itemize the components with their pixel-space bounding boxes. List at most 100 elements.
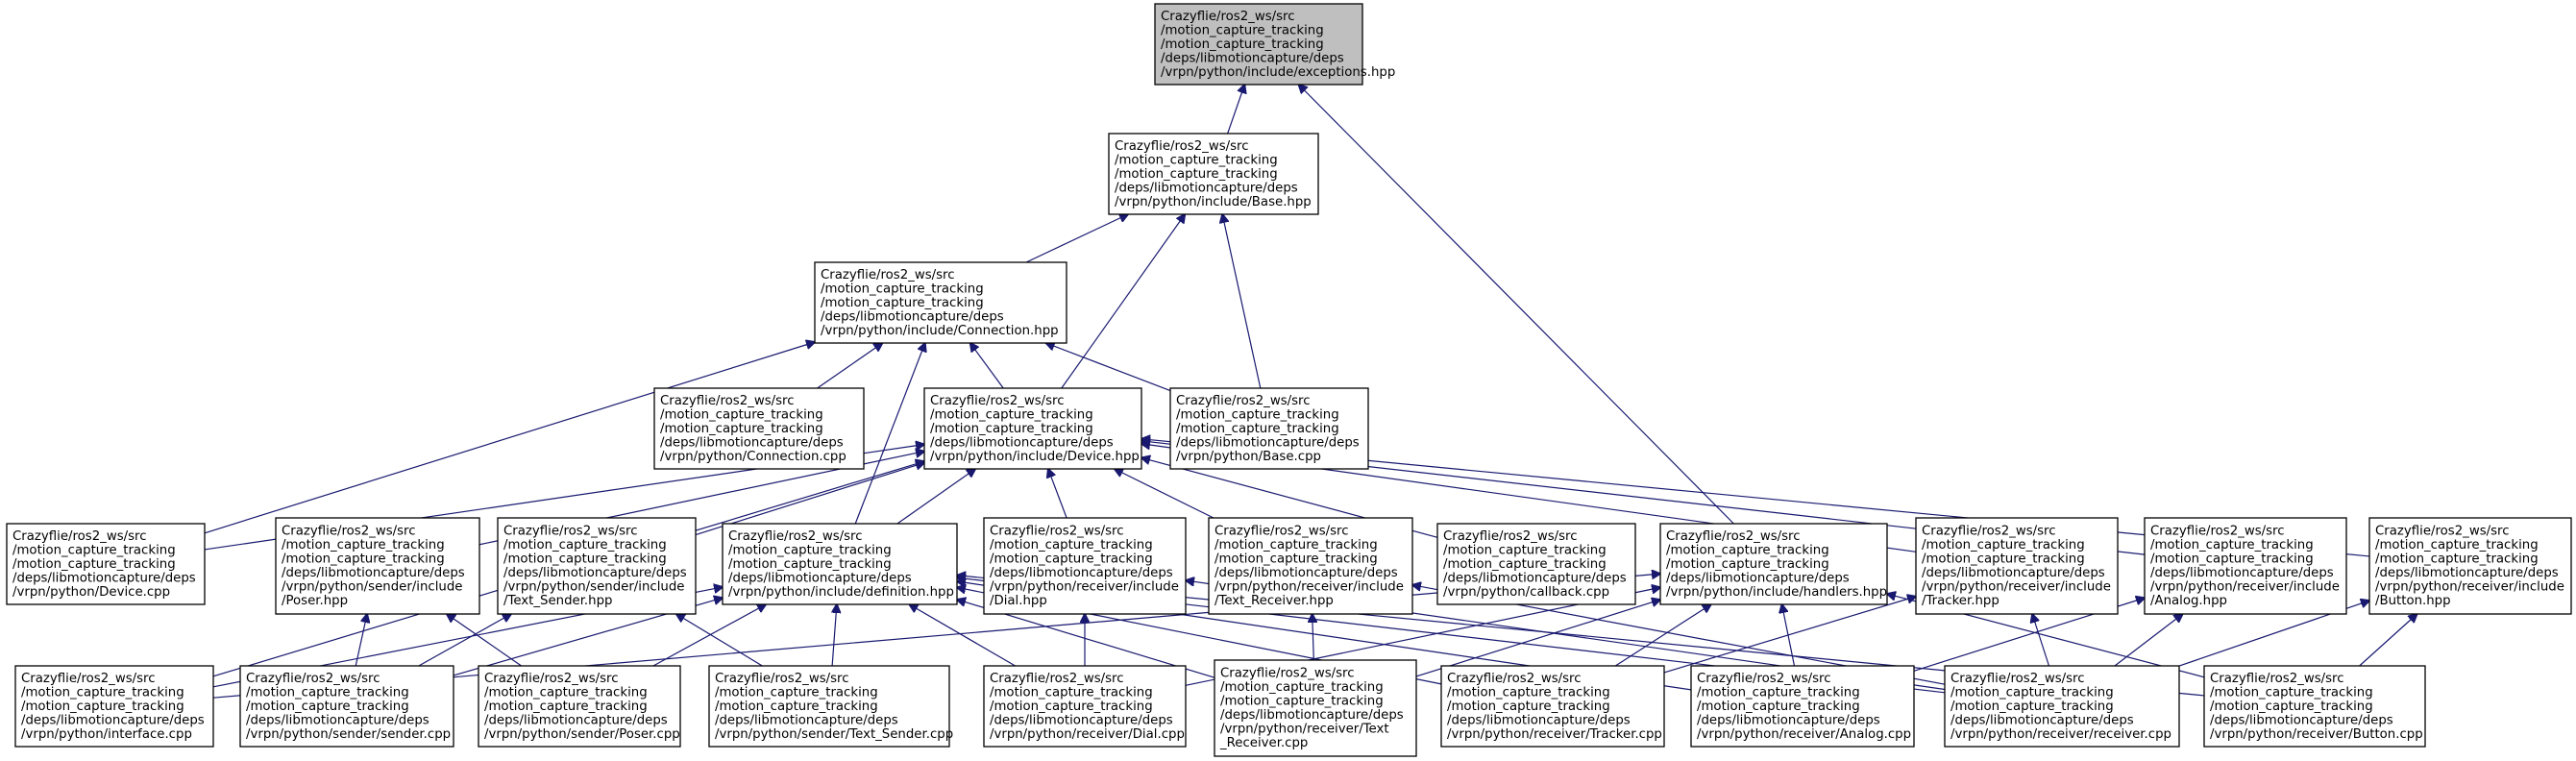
edge-dial-hpp-to-device-hpp bbox=[1048, 469, 1067, 519]
node-label-line: /motion_capture_tracking bbox=[1220, 680, 1384, 695]
node-label-line: /motion_capture_tracking bbox=[660, 407, 823, 422]
graph-node-button-hpp[interactable]: Crazyflie/ros2_ws/src/motion_capture_tra… bbox=[2368, 517, 2572, 615]
edge-device-hpp-to-base-hpp bbox=[1061, 214, 1185, 389]
node-label-line: /motion_capture_tracking bbox=[1666, 557, 1829, 572]
node-label-line: /deps/libmotioncapture/deps bbox=[1176, 435, 1360, 450]
node-label-line: /vrpn/python/receiver/Tracker.cpp bbox=[1447, 727, 1662, 742]
node-label-line: /motion_capture_tracking bbox=[728, 557, 892, 572]
node-label-line: /motion_capture_tracking bbox=[1161, 23, 1324, 37]
graph-node-dial-cpp[interactable]: Crazyflie/ros2_ws/src/motion_capture_tra… bbox=[983, 665, 1187, 748]
graph-node-interface-cpp[interactable]: Crazyflie/ros2_ws/src/motion_capture_tra… bbox=[14, 665, 214, 748]
node-label-line: /vrpn/python/include/exceptions.hpp bbox=[1161, 65, 1395, 80]
node-label-line: Crazyflie/ros2_ws/src bbox=[2150, 525, 2285, 539]
node-label-line: Crazyflie/ros2_ws/src bbox=[246, 672, 380, 686]
graph-node-text-receiver-hpp[interactable]: Crazyflie/ros2_ws/src/motion_capture_tra… bbox=[1208, 517, 1413, 615]
node-label-line: Crazyflie/ros2_ws/src bbox=[12, 529, 147, 544]
node-box bbox=[983, 665, 1187, 748]
node-box bbox=[1659, 523, 1888, 605]
graph-node-device-cpp[interactable]: Crazyflie/ros2_ws/src/motion_capture_tra… bbox=[6, 523, 206, 605]
node-label-line: /motion_capture_tracking bbox=[1443, 557, 1607, 572]
edge-text-receiver-cpp-to-text-receiver-hpp bbox=[1313, 614, 1314, 661]
node-label-line: /deps/libmotioncapture/deps bbox=[930, 435, 1114, 450]
node-label-line: /motion_capture_tracking bbox=[990, 552, 1153, 567]
graph-node-tracker-hpp[interactable]: Crazyflie/ros2_ws/src/motion_capture_tra… bbox=[1915, 517, 2119, 615]
edge-base-cpp-to-base-hpp bbox=[1222, 214, 1262, 389]
node-label-line: /deps/libmotioncapture/deps bbox=[1922, 566, 2105, 580]
node-label-line: Crazyflie/ros2_ws/src bbox=[282, 525, 416, 539]
node-label-line: Crazyflie/ros2_ws/src bbox=[1443, 529, 1578, 544]
node-label-line: /vrpn/python/receiver/Button.cpp bbox=[2210, 727, 2423, 742]
node-label-line: Crazyflie/ros2_ws/src bbox=[930, 394, 1065, 408]
graph-node-tracker-cpp[interactable]: Crazyflie/ros2_ws/src/motion_capture_tra… bbox=[1440, 665, 1665, 748]
node-label-line: /vrpn/python/sender/Text_Sender.cpp bbox=[715, 727, 953, 742]
graph-node-connection-hpp[interactable]: Crazyflie/ros2_ws/src/motion_capture_tra… bbox=[814, 261, 1067, 344]
graph-node-exceptions[interactable]: Crazyflie/ros2_ws/src/motion_capture_tra… bbox=[1154, 3, 1395, 86]
graph-node-receiver-cpp[interactable]: Crazyflie/ros2_ws/src/motion_capture_tra… bbox=[1944, 665, 2180, 748]
node-label-line: Crazyflie/ros2_ws/src bbox=[1214, 525, 1349, 539]
node-label-line: /vrpn/python/Connection.cpp bbox=[660, 450, 846, 464]
graph-node-analog-hpp[interactable]: Crazyflie/ros2_ws/src/motion_capture_tra… bbox=[2144, 517, 2347, 615]
graph-node-sender-cpp[interactable]: Crazyflie/ros2_ws/src/motion_capture_tra… bbox=[239, 665, 454, 748]
graph-node-poser-hpp[interactable]: Crazyflie/ros2_ws/src/motion_capture_tra… bbox=[275, 517, 480, 615]
node-label-line: Crazyflie/ros2_ws/src bbox=[728, 529, 863, 544]
edge-receiver-cpp-to-tracker-hpp bbox=[2032, 614, 2050, 667]
node-label-line: /motion_capture_tracking bbox=[1443, 543, 1607, 557]
node-label-line: /vrpn/python/receiver/include bbox=[1214, 580, 1404, 595]
node-label-line: /vrpn/python/sender/include bbox=[503, 580, 684, 595]
node-box bbox=[1169, 387, 1369, 470]
node-label-line: /motion_capture_tracking bbox=[1950, 700, 2114, 714]
node-label-line: /motion_capture_tracking bbox=[821, 282, 984, 296]
graph-node-device-hpp[interactable]: Crazyflie/ros2_ws/src/motion_capture_tra… bbox=[923, 387, 1142, 470]
node-label-line: /vrpn/python/include/Base.hpp bbox=[1115, 195, 1312, 209]
graph-node-connection-cpp[interactable]: Crazyflie/ros2_ws/src/motion_capture_tra… bbox=[653, 387, 865, 470]
node-box bbox=[923, 387, 1142, 470]
graph-node-analog-cpp[interactable]: Crazyflie/ros2_ws/src/motion_capture_tra… bbox=[1690, 665, 1915, 748]
node-label-line: Crazyflie/ros2_ws/src bbox=[1950, 672, 2085, 686]
node-label-line: Crazyflie/ros2_ws/src bbox=[2375, 525, 2510, 539]
graph-node-text-sender-hpp[interactable]: Crazyflie/ros2_ws/src/motion_capture_tra… bbox=[497, 517, 697, 615]
node-label-line: /motion_capture_tracking bbox=[990, 538, 1153, 552]
node-box bbox=[2144, 517, 2347, 615]
node-label-line: Crazyflie/ros2_ws/src bbox=[990, 672, 1124, 686]
edge-button-cpp-to-button-hpp bbox=[2359, 614, 2417, 667]
node-label-line: /motion_capture_tracking bbox=[715, 700, 878, 714]
node-label-line: /motion_capture_tracking bbox=[1922, 552, 2085, 567]
node-label-line: /deps/libmotioncapture/deps bbox=[1666, 571, 1850, 585]
graph-node-base-hpp[interactable]: Crazyflie/ros2_ws/src/motion_capture_tra… bbox=[1108, 133, 1319, 215]
graph-node-dial-hpp[interactable]: Crazyflie/ros2_ws/src/motion_capture_tra… bbox=[983, 517, 1187, 615]
node-label-line: /Text_Sender.hpp bbox=[503, 594, 612, 608]
node-label-line: /motion_capture_tracking bbox=[282, 552, 445, 567]
node-label-line: /deps/libmotioncapture/deps bbox=[12, 571, 196, 585]
graph-node-button-cpp[interactable]: Crazyflie/ros2_ws/src/motion_capture_tra… bbox=[2203, 665, 2426, 748]
node-label-line: /vrpn/python/interface.cpp bbox=[21, 727, 192, 742]
node-label-line: /motion_capture_tracking bbox=[1220, 695, 1384, 709]
node-box bbox=[983, 517, 1187, 615]
node-label-line: Crazyflie/ros2_ws/src bbox=[1697, 672, 1831, 686]
edge-tracker-cpp-to-tracker-hpp bbox=[1663, 597, 1916, 674]
node-label-line: /vrpn/python/include/handlers.hpp bbox=[1666, 585, 1887, 600]
node-box bbox=[1915, 517, 2119, 615]
graph-node-definition-hpp[interactable]: Crazyflie/ros2_ws/src/motion_capture_tra… bbox=[722, 523, 958, 605]
edge-device-cpp-to-connection-hpp bbox=[204, 342, 815, 534]
node-label-line: /deps/libmotioncapture/deps bbox=[1447, 713, 1631, 727]
node-label-line: Crazyflie/ros2_ws/src bbox=[21, 672, 156, 686]
node-label-line: /vrpn/python/Base.cpp bbox=[1176, 450, 1321, 464]
node-label-line: Crazyflie/ros2_ws/src bbox=[990, 525, 1124, 539]
node-label-line: /motion_capture_tracking bbox=[484, 685, 648, 700]
node-label-line: Crazyflie/ros2_ws/src bbox=[1922, 525, 2056, 539]
node-label-line: Crazyflie/ros2_ws/src bbox=[821, 268, 955, 282]
graph-node-base-cpp[interactable]: Crazyflie/ros2_ws/src/motion_capture_tra… bbox=[1169, 387, 1369, 470]
node-label-line: /deps/libmotioncapture/deps bbox=[503, 566, 687, 580]
node-label-line: /motion_capture_tracking bbox=[1176, 422, 1339, 436]
node-label-line: /motion_capture_tracking bbox=[1176, 407, 1339, 422]
node-label-line: /motion_capture_tracking bbox=[484, 700, 648, 714]
edge-poser-cpp-to-definition-hpp bbox=[652, 604, 766, 667]
node-label-line: /Text_Receiver.hpp bbox=[1214, 594, 1334, 608]
node-box bbox=[275, 517, 480, 615]
graph-node-poser-cpp[interactable]: Crazyflie/ros2_ws/src/motion_capture_tra… bbox=[478, 665, 681, 748]
graph-node-text-receiver-cpp[interactable]: Crazyflie/ros2_ws/src/motion_capture_tra… bbox=[1214, 659, 1417, 757]
graph-node-handlers-hpp[interactable]: Crazyflie/ros2_ws/src/motion_capture_tra… bbox=[1659, 523, 1888, 605]
graph-node-callback-cpp[interactable]: Crazyflie/ros2_ws/src/motion_capture_tra… bbox=[1436, 523, 1636, 605]
graph-node-text-sender-cpp[interactable]: Crazyflie/ros2_ws/src/motion_capture_tra… bbox=[708, 665, 953, 748]
